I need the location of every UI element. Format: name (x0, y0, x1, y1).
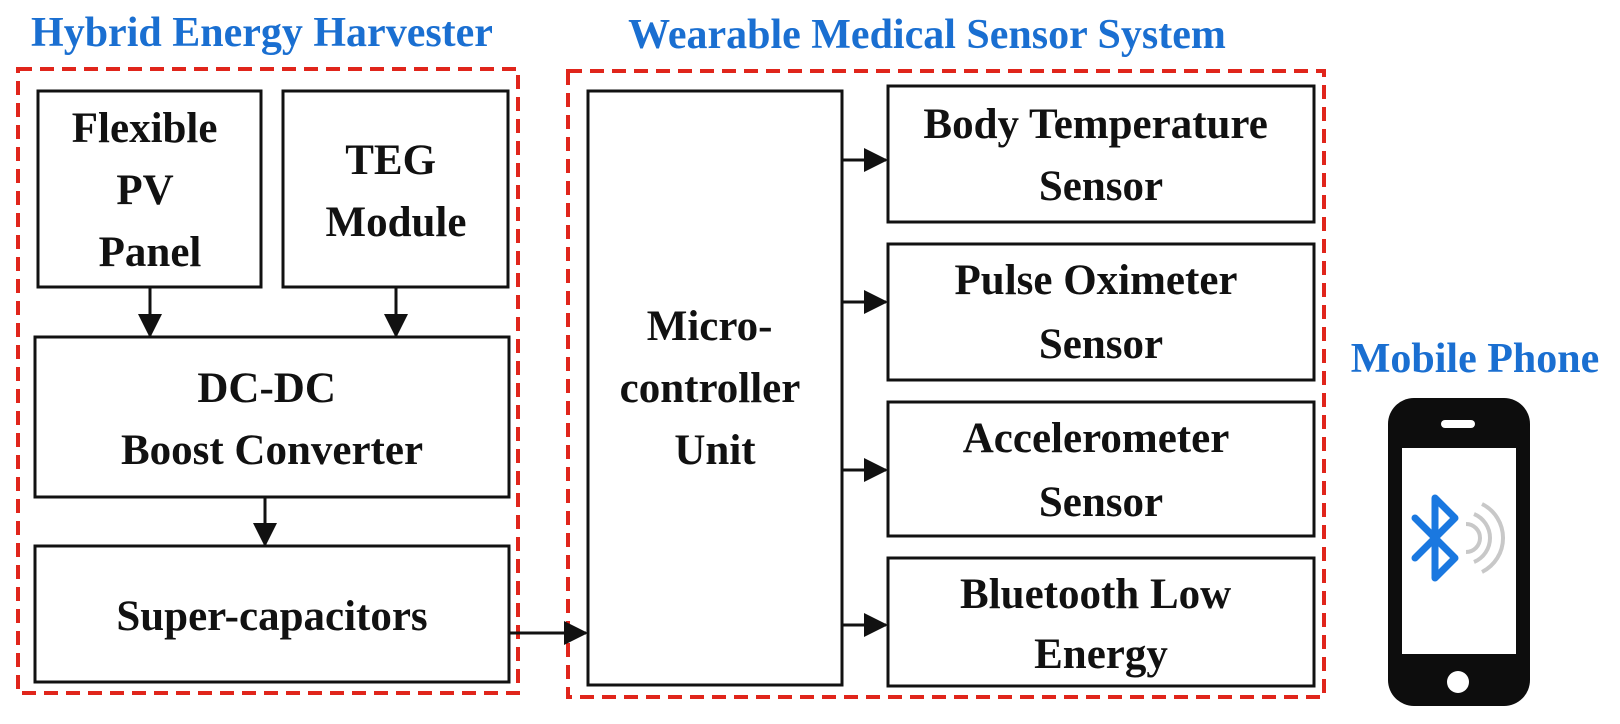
microcontroller-block: Micro- controller Unit (586, 89, 844, 687)
pv-panel-block: Flexible PV Panel (36, 89, 263, 289)
accelerometer-sensor-block: Accelerometer Sensor (886, 400, 1316, 538)
boost-converter-label: DC-DC Boost Converter (121, 365, 423, 474)
harvester-group-border (16, 67, 520, 695)
boost-converter-block: DC-DC Boost Converter (33, 335, 511, 499)
wearable-group-title: Wearable Medical Sensor System (628, 12, 1226, 58)
pv-panel-label: Flexible PV Panel (72, 105, 228, 276)
supercapacitors-label: Super-capacitors (116, 593, 427, 640)
harvester-group-title: Hybrid Energy Harvester (31, 10, 493, 56)
bluetooth-icon (1411, 494, 1459, 582)
microcontroller-label: Micro- controller Unit (620, 303, 811, 474)
pulse-oximeter-sensor-block: Pulse Oximeter Sensor (886, 242, 1316, 382)
body-temperature-sensor-label: Body Temperature Sensor (923, 101, 1278, 210)
bluetooth-low-energy-label: Bluetooth Low Energy (960, 571, 1242, 678)
teg-module-label: TEG Module (326, 137, 467, 246)
mobile-phone-icon (1388, 398, 1530, 706)
body-temperature-sensor-block: Body Temperature Sensor (886, 84, 1316, 224)
supercapacitors-block: Super-capacitors (33, 544, 511, 684)
pulse-oximeter-sensor-label: Pulse Oximeter Sensor (955, 257, 1248, 368)
accelerometer-sensor-label: Accelerometer Sensor (963, 415, 1240, 526)
bluetooth-low-energy-block: Bluetooth Low Energy (886, 556, 1316, 688)
teg-module-block: TEG Module (281, 89, 510, 289)
wireless-signal-icon (1465, 502, 1505, 574)
wearable-group-border (566, 69, 1326, 699)
phone-group-title: Mobile Phone (1351, 336, 1600, 382)
